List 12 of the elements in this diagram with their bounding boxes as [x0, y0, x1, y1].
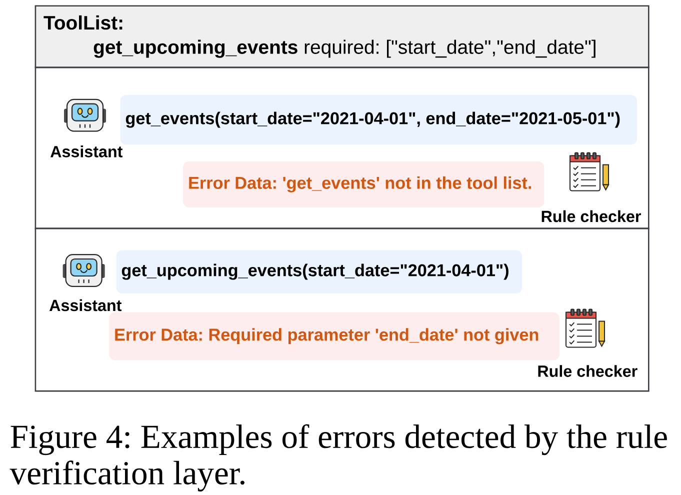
- error-bubble: Error Data: 'get_events' not in the tool list.: [183, 161, 544, 208]
- error-bubble: Error Data: Required parameter 'end_date' not given: [109, 312, 560, 360]
- example-panel: [34, 66, 650, 230]
- example-panel: [34, 228, 650, 392]
- message-bubble: get_events(start_date="2021-04-01", end_date="2021-05-01"): [120, 95, 637, 145]
- icon-caption: Rule checker: [538, 365, 638, 377]
- icon-caption: Assistant: [50, 146, 123, 158]
- icon-caption: Assistant: [50, 299, 122, 312]
- icon-caption: Rule checker: [542, 210, 641, 222]
- figure-caption: Figure 4: Examples of errors detected by the rule verification layer.: [10, 424, 667, 492]
- tool-list-panel: ToolList: get_upcoming_events required: ["start_date","end_date"]: [34, 5, 650, 68]
- message-bubble: get_upcoming_events(start_date="2021-04-01"): [116, 250, 522, 294]
